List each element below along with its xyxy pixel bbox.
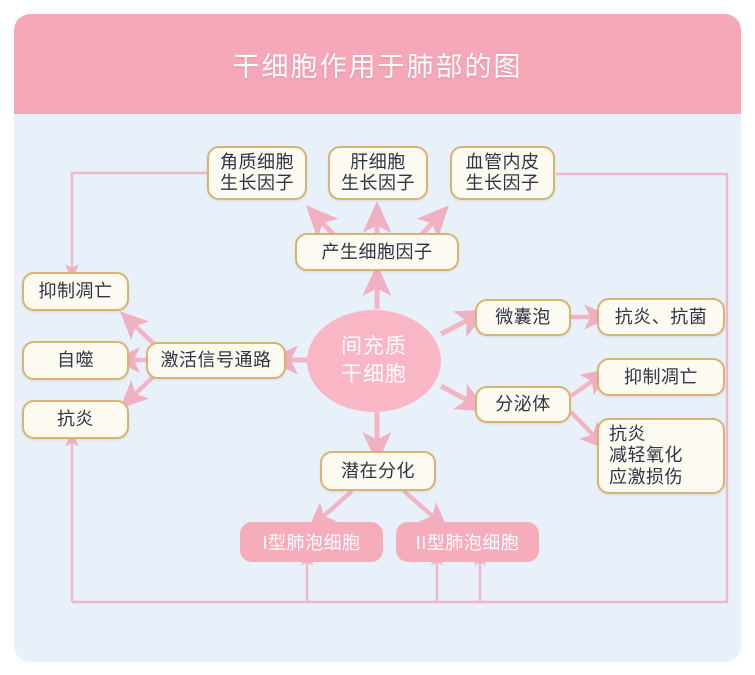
diagram-canvas: 角质细胞 生长因子 肝细胞 生长因子 血管内皮 生长因子 产生细胞因子 间充质 … (14, 14, 741, 662)
node-vegf[interactable]: 血管内皮 生长因子 (450, 146, 555, 200)
node-mesenchymal-stem-cells[interactable]: 间充质 干细胞 (307, 310, 441, 412)
node-inhibit-apoptosis-right[interactable]: 抑制凋亡 (597, 358, 725, 396)
node-reduce-oxidative-stress-injury[interactable]: 抗炎 减轻氧化 应激损伤 (597, 418, 725, 494)
node-anti-inflammatory-left[interactable]: 抗炎 (22, 400, 129, 439)
node-keratinocyte-growth-factor[interactable]: 角质细胞 生长因子 (207, 146, 307, 200)
node-line-2: 生长因子 (220, 173, 294, 193)
node-autophagy[interactable]: 自噬 (22, 341, 129, 380)
node-line-1: 角质细胞 (220, 151, 294, 172)
node-activate-signaling-pathway[interactable]: 激活信号通路 (146, 342, 286, 379)
node-microvesicle[interactable]: 微囊泡 (475, 299, 571, 336)
hub-line-1: 间充质 (341, 334, 407, 358)
page-title: 干细胞作用于肺部的图 (232, 51, 523, 82)
node-line-3: 应激损伤 (609, 466, 683, 487)
node-potential-differentiation[interactable]: 潜在分化 (320, 451, 436, 491)
node-produce-cytokines[interactable]: 产生细胞因子 (295, 233, 459, 271)
node-line-1: 肝细胞 (350, 151, 406, 172)
node-hepatocyte-growth-factor[interactable]: 肝细胞 生长因子 (328, 146, 428, 200)
hub-line-2: 干细胞 (341, 363, 407, 386)
node-type-i-alveolar-cell[interactable]: I型肺泡细胞 (240, 522, 383, 562)
node-inhibit-apoptosis-left[interactable]: 抑制凋亡 (22, 272, 129, 311)
node-line-1: 血管内皮 (465, 151, 540, 172)
diagram-card: 干细胞作用于肺部的图 (14, 14, 741, 662)
node-secretome[interactable]: 分泌体 (475, 386, 571, 423)
node-anti-inflammatory-antibacterial[interactable]: 抗炎、抗菌 (597, 298, 725, 336)
node-line-2: 减轻氧化 (609, 445, 683, 466)
node-line-2: 生长因子 (341, 173, 415, 193)
node-line-1: 抗炎 (609, 424, 646, 445)
node-line-2: 生长因子 (465, 173, 540, 193)
node-type-ii-alveolar-cell[interactable]: II型肺泡细胞 (396, 522, 539, 562)
diagram-header (14, 14, 741, 114)
